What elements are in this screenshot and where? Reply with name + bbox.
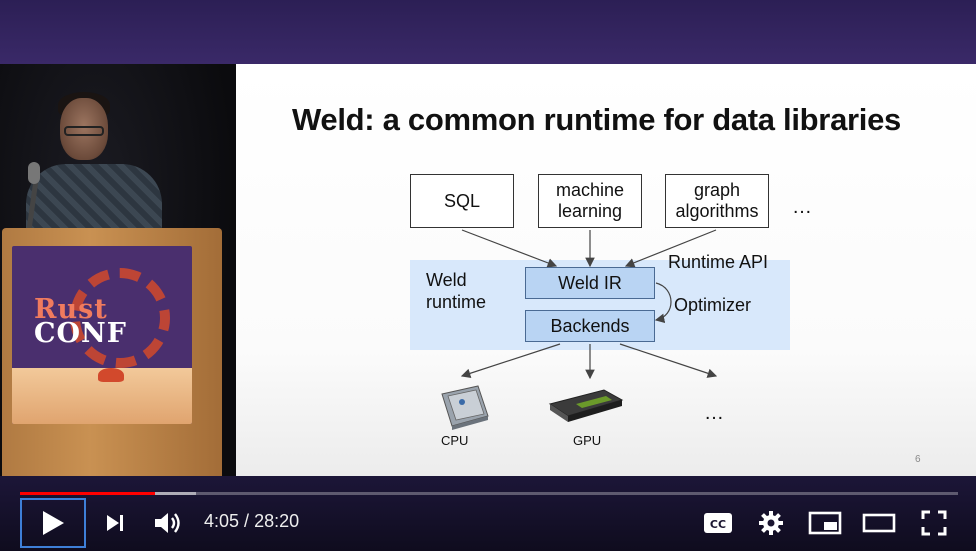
slide-page-number: 6 xyxy=(915,454,921,465)
settings-icon xyxy=(759,511,783,535)
targets-ellipsis: … xyxy=(704,402,724,424)
miniplayer-icon xyxy=(808,511,842,535)
rustconf-logo-text: Rust CONF xyxy=(34,296,127,349)
fullscreen-button[interactable] xyxy=(914,503,954,543)
current-time: 4:05 xyxy=(204,511,240,531)
play-button-focus-ring xyxy=(20,498,86,548)
arrow-to-cpu xyxy=(460,343,561,378)
theater-icon xyxy=(862,513,896,533)
diagram-arrows xyxy=(460,229,718,380)
rust-gear-logo xyxy=(70,268,170,368)
volume-button[interactable] xyxy=(148,503,188,543)
logo-line-2: CONF xyxy=(34,318,127,349)
next-icon xyxy=(107,515,123,531)
volume-icon xyxy=(155,513,180,533)
gpu-icon xyxy=(548,389,624,422)
presentation-slide: Weld: a common runtime for data librarie… xyxy=(236,64,976,476)
target-gpu-label: GPU xyxy=(573,433,602,448)
podium: Rust CONF xyxy=(2,228,222,476)
speaker-glasses xyxy=(64,126,104,136)
progress-played xyxy=(20,492,156,495)
time-display: 4:05 / 28:20 xyxy=(204,511,299,532)
source-graph-algorithms: graph algorithms xyxy=(665,174,769,228)
optimizer-label: Optimizer xyxy=(674,295,752,315)
weld-ir-box: Weld IR xyxy=(525,267,655,299)
weld-runtime-label: Weld runtime xyxy=(426,270,487,312)
optimizer-loop-arrow xyxy=(654,282,672,324)
arrow-to-more xyxy=(619,343,718,378)
video-top-bar xyxy=(0,0,976,64)
sources-ellipsis: … xyxy=(792,196,812,218)
captions-icon: CC xyxy=(704,513,732,533)
slide-title: Weld: a common runtime for data librarie… xyxy=(292,102,901,137)
time-separator: / xyxy=(239,511,255,531)
duration: 28:20 xyxy=(254,511,300,531)
play-button[interactable] xyxy=(30,503,76,543)
logo-line-1: Rust xyxy=(34,294,108,325)
play-icon xyxy=(43,511,64,535)
cpu-icon xyxy=(441,385,489,430)
source-machine-learning: machine learning xyxy=(538,174,642,228)
next-button[interactable] xyxy=(98,503,132,543)
progress-bar[interactable] xyxy=(20,492,958,495)
arrow-graph-to-ir xyxy=(624,229,717,268)
captions-button[interactable]: CC xyxy=(698,503,738,543)
source-sql: SQL xyxy=(410,174,514,228)
target-cpu-label: CPU xyxy=(441,433,469,448)
fullscreen-icon xyxy=(921,510,947,536)
rustconf-banner: Rust CONF xyxy=(12,246,192,424)
backends-box: Backends xyxy=(525,310,655,342)
speaker-stage: Rust CONF xyxy=(0,64,236,476)
svg-text:CC: CC xyxy=(710,518,726,531)
settings-button[interactable] xyxy=(752,503,790,543)
miniplayer-button[interactable] xyxy=(804,503,846,543)
theater-mode-button[interactable] xyxy=(858,503,900,543)
runtime-api-label: Runtime API xyxy=(668,252,769,272)
arrow-sql-to-ir xyxy=(461,229,558,268)
microphone xyxy=(28,162,40,184)
ferris-crab-icon xyxy=(98,368,124,382)
